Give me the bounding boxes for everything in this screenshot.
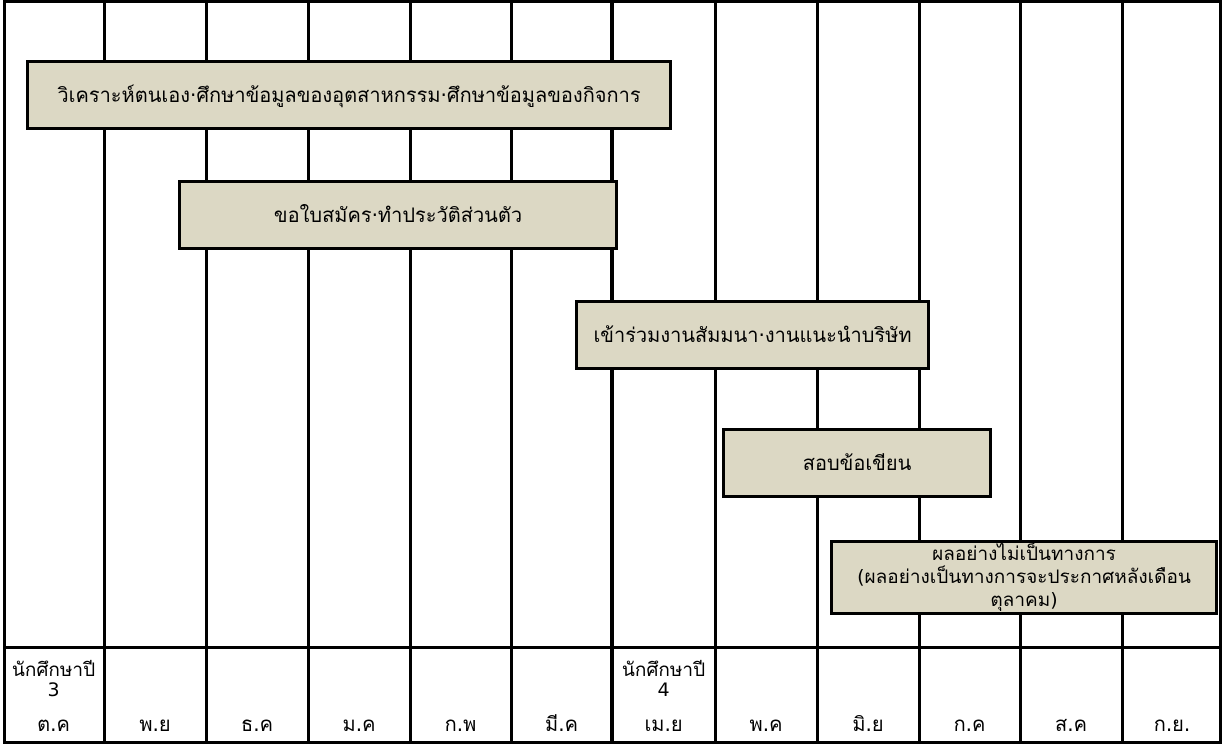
task-bar-label: วิเคราะห์ตนเอง·ศึกษาข้อมูลของอุตสาหกรรม·… <box>57 82 641 107</box>
task-bar-1[interactable]: วิเคราะห์ตนเอง·ศึกษาข้อมูลของอุตสาหกรรม·… <box>26 60 672 130</box>
column-divider-1 <box>103 0 106 744</box>
column-divider-11 <box>1121 0 1124 744</box>
column-divider-8 <box>816 0 819 744</box>
year-boundary-divider <box>610 0 614 744</box>
axis-separator-line <box>3 646 1222 649</box>
column-divider-2 <box>205 0 208 744</box>
column-divider-9 <box>918 0 921 744</box>
column-divider-5 <box>510 0 513 744</box>
task-bar-3[interactable]: เข้าร่วมงานสัมมนา·งานแนะนำบริษัท <box>575 300 930 370</box>
task-bar-label: สอบข้อเขียน <box>802 450 912 475</box>
column-divider-3 <box>307 0 310 744</box>
column-divider-7 <box>714 0 717 744</box>
task-bar-label: ขอใบสมัคร·ทำประวัติส่วนตัว <box>273 202 523 227</box>
task-bar-2[interactable]: ขอใบสมัคร·ทำประวัติส่วนตัว <box>178 180 618 250</box>
column-divider-10 <box>1019 0 1022 744</box>
task-bar-label: เข้าร่วมงานสัมมนา·งานแนะนำบริษัท <box>593 322 912 347</box>
column-divider-4 <box>409 0 412 744</box>
task-bar-label: ผลอย่างไม่เป็นทางการ (ผลอย่างเป็นทางการจ… <box>857 542 1191 612</box>
task-bar-5[interactable]: ผลอย่างไม่เป็นทางการ (ผลอย่างเป็นทางการจ… <box>830 540 1218 615</box>
task-bar-4[interactable]: สอบข้อเขียน <box>722 428 992 498</box>
